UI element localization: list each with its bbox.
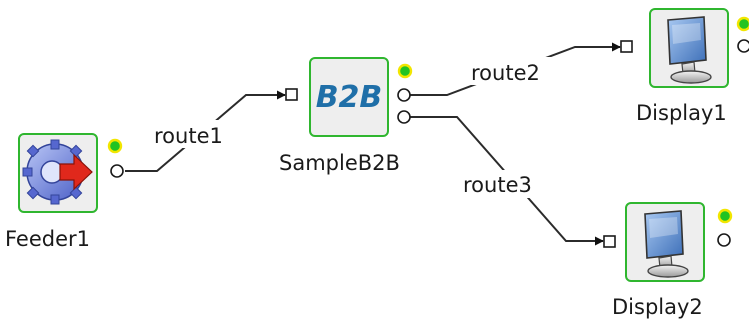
node-display2[interactable]: Display2: [603, 202, 733, 319]
display2-status-indicator: [717, 208, 733, 224]
b2b-logo-icon: B2B: [316, 80, 383, 115]
monitor-icon: [644, 210, 689, 278]
node-display1[interactable]: Display1: [620, 8, 749, 125]
route2-label: route2: [471, 61, 540, 85]
display1-label: Display1: [636, 101, 727, 125]
sampleb2b-frame[interactable]: [309, 57, 389, 137]
sampleb2b-input-port[interactable]: [285, 88, 298, 101]
route1-label-group[interactable]: route1: [152, 120, 244, 148]
sampleb2b-output-port-1[interactable]: [397, 88, 411, 102]
route3-label: route3: [463, 173, 532, 197]
sampleb2b-status-indicator: [397, 63, 413, 79]
route2-label-group[interactable]: route2: [468, 57, 560, 85]
feeder1-status-indicator: [107, 138, 123, 154]
route3-label-group[interactable]: route3: [460, 170, 552, 198]
sampleb2b-output-port-2[interactable]: [397, 110, 411, 124]
node-feeder1[interactable]: Feeder1: [5, 133, 124, 251]
feeder1-label: Feeder1: [5, 227, 90, 251]
display2-input-port[interactable]: [603, 235, 616, 248]
route1-label: route1: [154, 124, 223, 148]
display1-input-port[interactable]: [620, 40, 633, 53]
monitor-icon: [667, 16, 712, 84]
display2-label: Display2: [612, 295, 703, 319]
b2b-logo-text: B2B: [316, 80, 383, 115]
display1-status-indicator: [736, 16, 749, 32]
feeder-gear-arrow-icon: [22, 139, 93, 205]
feeder1-output-port[interactable]: [110, 164, 124, 178]
node-sampleb2b[interactable]: B2B SampleB2B: [279, 57, 413, 175]
sampleb2b-label: SampleB2B: [279, 151, 400, 175]
display1-output-port[interactable]: [737, 39, 749, 53]
display2-output-port[interactable]: [717, 233, 731, 247]
